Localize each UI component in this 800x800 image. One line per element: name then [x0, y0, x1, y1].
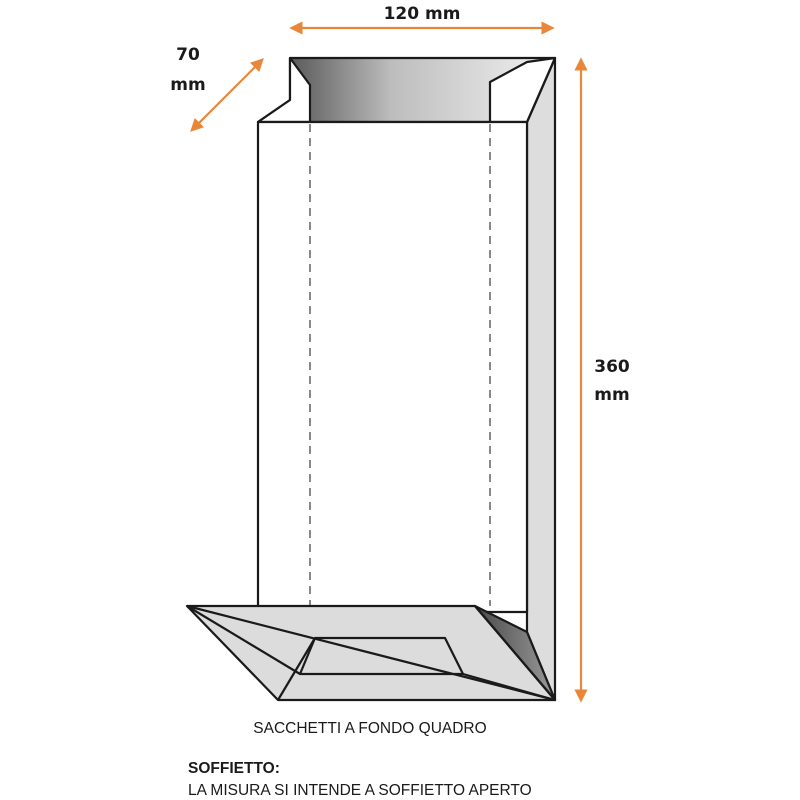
bag-right-gusset-fold [488, 56, 557, 124]
height-label-unit: mm [594, 385, 629, 405]
bag-front-panel [256, 120, 529, 614]
bottom-fold-line-5 [462, 672, 556, 702]
note-text: LA MISURA SI INTENDE A SOFFIETTO APERTO [188, 782, 532, 799]
width-label: 120 mm [384, 4, 461, 24]
bottom-fold-line-1 [186, 604, 556, 702]
bottom-fold-line-4 [277, 637, 316, 701]
diagram-caption: SACCHETTI A FONDO QUADRO [253, 720, 486, 737]
depth-label-value: 70 [176, 45, 200, 65]
bag-side-panel [525, 56, 557, 702]
depth-dimension-arrow [190, 58, 264, 132]
depth-label-unit: mm [170, 75, 205, 95]
bottom-fold-line-2 [474, 605, 556, 701]
note-heading: SOFFIETTO: [188, 760, 280, 777]
bottom-fold-line-3 [186, 605, 301, 675]
height-label-value: 360 [594, 357, 630, 377]
